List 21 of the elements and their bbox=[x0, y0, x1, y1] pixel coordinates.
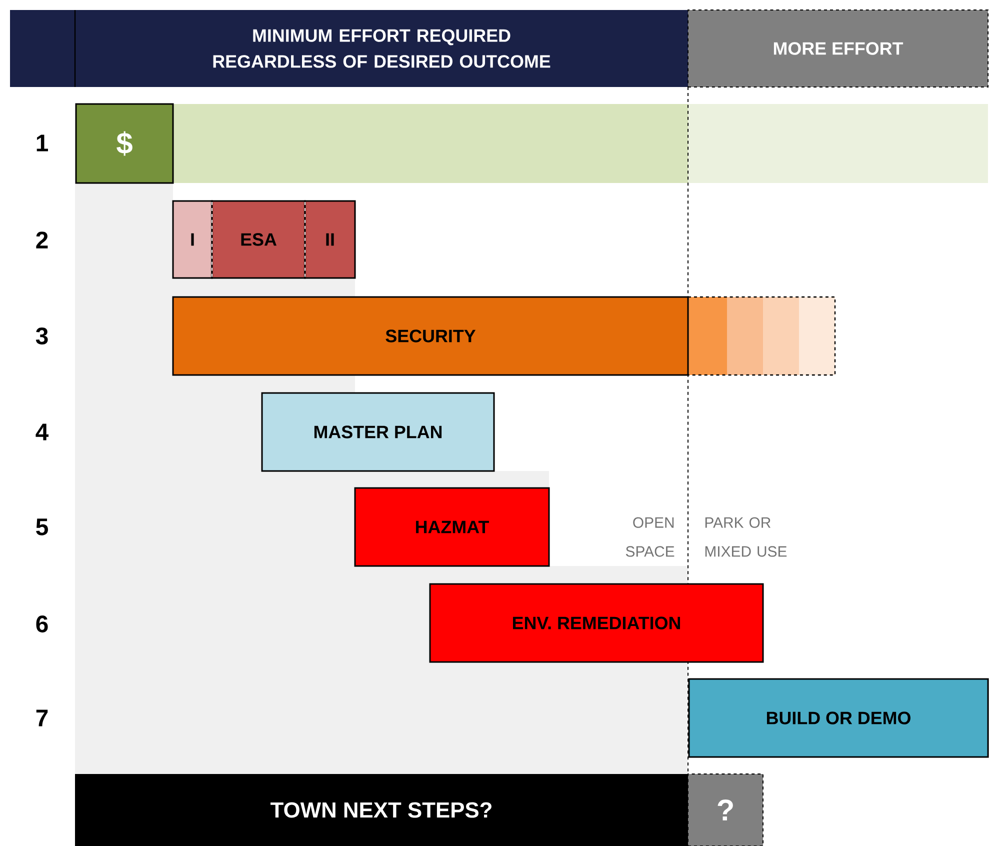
bar: HAZMAT bbox=[354, 487, 550, 567]
bar: SECURITY bbox=[172, 296, 689, 376]
row-number: 6 bbox=[36, 616, 48, 632]
row-number: 7 bbox=[36, 710, 48, 726]
bar: $ bbox=[75, 103, 174, 184]
footer-band: ? bbox=[688, 774, 764, 846]
bar: MASTER PLAN bbox=[261, 392, 495, 472]
note-text: OPEN SPACE bbox=[626, 517, 674, 557]
bar-segment: ESA bbox=[211, 200, 306, 279]
footer-band: TOWN NEXT STEPS? bbox=[75, 774, 688, 846]
row-number: 4 bbox=[36, 424, 49, 440]
row-number: 5 bbox=[36, 518, 48, 536]
bar: ENV. REMEDIATION bbox=[429, 583, 764, 663]
bar: BUILD OR DEMO bbox=[688, 678, 989, 758]
note-text: PARK OR MIXED USE bbox=[705, 517, 787, 557]
row-number: 2 bbox=[36, 232, 48, 248]
bar-segment: I bbox=[172, 200, 213, 279]
row-number: 1 bbox=[36, 134, 48, 152]
bar-segment: II bbox=[304, 200, 356, 279]
header-band: MORE EFFORT bbox=[688, 10, 988, 88]
row-number: 3 bbox=[36, 328, 48, 344]
